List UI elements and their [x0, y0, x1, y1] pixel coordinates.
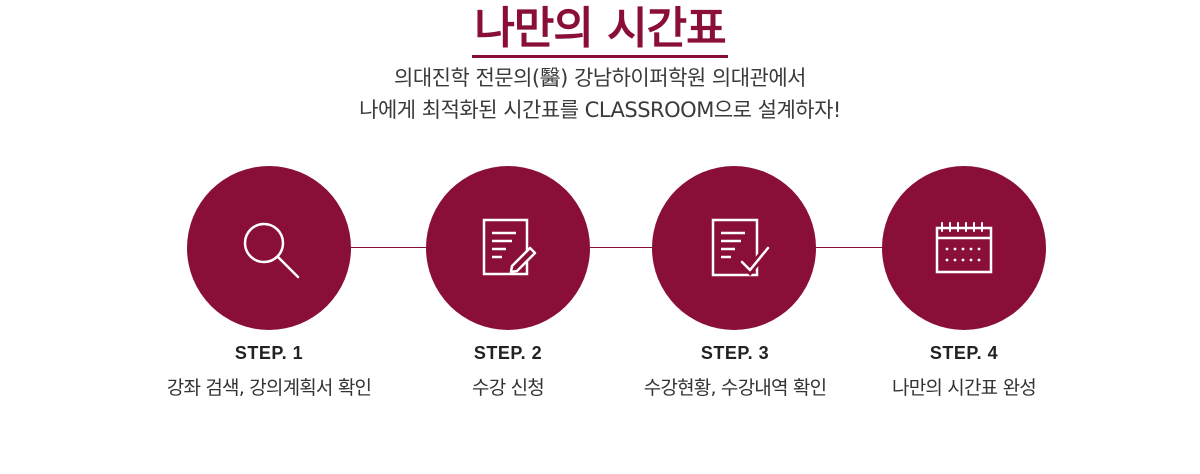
document-edit-icon [482, 218, 537, 276]
step-3-description: 수강현황, 수강내역 확인 [643, 377, 827, 399]
step-connector-2-3 [590, 247, 654, 248]
step-1-label: STEP. 1 [234, 343, 304, 363]
page-title: 나만의 시간표 [472, 4, 728, 58]
step-1-description: 강좌 검색, 강의계획서 확인 [166, 377, 372, 399]
step-2-description: 수강 신청 [472, 377, 545, 399]
subtitle-line-2: 나에게 최적화된 시간표를 CLASSROOM으로 설계하자! [359, 98, 841, 122]
step-connector-1-2 [350, 247, 428, 248]
step-4-circle [882, 166, 1046, 330]
subtitle-line-1: 의대진학 전문의(醫) 강남하이퍼학원 의대관에서 [394, 66, 807, 90]
step-connector-3-4 [816, 247, 884, 248]
step-4-label: STEP. 4 [929, 343, 999, 363]
page-title-wrap: 나만의 시간표 [0, 4, 1200, 58]
step-3-label: STEP. 3 [700, 343, 770, 363]
step-2-circle [426, 166, 590, 330]
step-1-circle [187, 166, 351, 330]
step-4-description: 나만의 시간표 완성 [892, 377, 1037, 399]
calendar-icon [935, 222, 993, 274]
document-check-icon [711, 218, 772, 277]
step-2-label: STEP. 2 [473, 343, 543, 363]
search-icon [243, 222, 300, 279]
step-3-circle [652, 166, 816, 330]
